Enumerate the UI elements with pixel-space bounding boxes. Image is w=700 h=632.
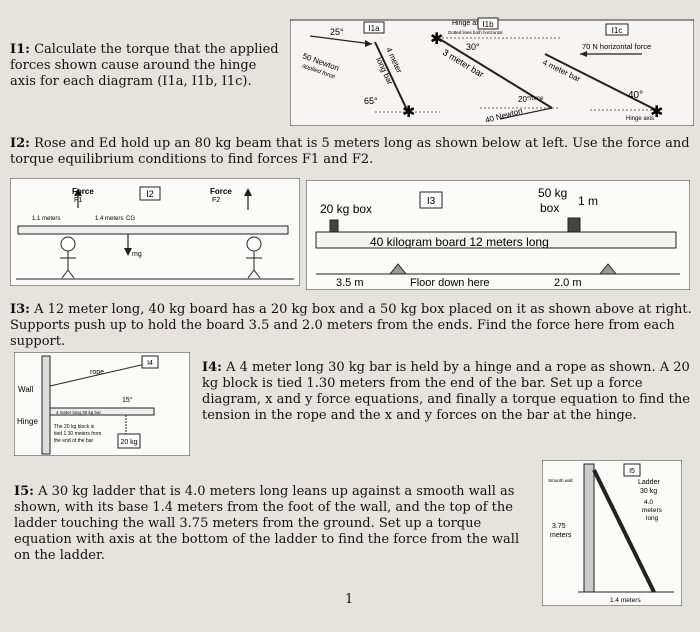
hinge-star-icon-c: ✱ <box>650 104 663 121</box>
problem-i3: I3: A 12 meter long, 40 kg board has a 2… <box>10 302 694 350</box>
problem-i5-label: I5: <box>14 484 34 499</box>
problem-i5: I5: A 30 kg ladder that is 4.0 meters lo… <box>14 484 534 564</box>
i1a-angle2: 65° <box>364 96 378 106</box>
i1c-force: 70 N horizontal force <box>582 42 651 51</box>
i3-right: 2.0 m <box>554 277 582 289</box>
i2-force1: Force <box>72 187 94 196</box>
tag-i1c: I1c <box>612 26 623 35</box>
i4-note3: the end of the bar <box>54 438 94 444</box>
i1b-force-sub: force <box>530 96 544 102</box>
i3-floor: Floor down here <box>410 277 490 289</box>
diagram-i1: I1a 25° 50 Newton applied force 4 meter … <box>290 17 694 126</box>
diagram-i4: Wall rope I4 15° 4 meter long 30 kg bar … <box>14 352 190 456</box>
i2-f2: F2 <box>212 197 220 204</box>
i5-len2: meters <box>642 507 663 514</box>
i5-mass: 30 kg <box>640 488 657 495</box>
problem-i1-label: I1: <box>10 42 30 57</box>
i2-cg: CG <box>126 216 135 222</box>
i1b-dotted: Dotted lines both horizontal <box>448 30 503 35</box>
tag-i1a: I1a <box>368 24 380 33</box>
i2-f1: F1 <box>74 197 82 204</box>
i1a-angle: 25° <box>330 27 344 37</box>
i5-ladder: Ladder <box>638 479 660 486</box>
hinge-star-icon-b: ✱ <box>430 31 443 48</box>
problem-i3-text: A 12 meter long, 40 kg board has a 20 kg… <box>10 302 692 349</box>
i2-dist1: 1.1 meters <box>32 216 60 222</box>
problem-i3-label: I3: <box>10 302 30 317</box>
i5-len3: long <box>646 515 659 522</box>
problem-i2: I2: Rose and Ed hold up an 80 kg beam th… <box>10 136 694 168</box>
i5-height2: meters <box>550 532 572 539</box>
rose-face-icon <box>60 236 76 252</box>
i3-board: 40 kilogram board 12 meters long <box>370 235 549 249</box>
problem-i4-label: I4: <box>202 360 222 375</box>
diagram-i2: Force F1 I2 Force F2 1.1 meters 1.4 mete… <box>10 178 300 286</box>
i1b-angle: 30° <box>466 42 480 52</box>
tag-i1b: I1b <box>482 20 494 29</box>
i2-mg: mg <box>132 251 142 258</box>
tag-i2: I2 <box>146 189 154 199</box>
problem-i4-text: A 4 meter long 30 kg bar is held by a hi… <box>202 360 690 423</box>
i3-box-big: 50 kg <box>538 186 567 200</box>
problem-i2-text: Rose and Ed hold up an 80 kg beam that i… <box>10 136 690 167</box>
tag-i4: I4 <box>147 360 153 367</box>
i4-hinge: Hinge <box>17 417 38 426</box>
problem-i2-label: I2: <box>10 136 30 151</box>
ed-face-icon <box>246 236 262 252</box>
i4-bar: 4 meter long 30 kg bar <box>56 410 102 415</box>
problem-i5-text: A 30 kg ladder that is 4.0 meters long l… <box>14 484 520 563</box>
i4-wall: Wall <box>18 385 33 394</box>
problem-i1-text: Calculate the torque that the applied fo… <box>10 42 279 89</box>
i4-rope: rope <box>90 369 104 376</box>
diagram-i5: Smooth wall 3.75 meters I5 Ladder 30 kg … <box>542 460 682 606</box>
i1c-hinge: Hinge axis <box>626 116 654 122</box>
i2-dist2: 1.4 meters <box>95 216 123 222</box>
i1b-angle2: 20° <box>518 95 530 104</box>
i5-height: 3.75 <box>552 523 566 530</box>
page-number: 1 <box>345 592 354 607</box>
diagram-i3: 20 kg box I3 50 kg box 1 m 40 kilogram b… <box>306 180 690 290</box>
hinge-star-icon-a: ✱ <box>402 104 415 121</box>
i4-angle: 15° <box>122 396 133 404</box>
i3-box-small: 20 kg box <box>320 202 372 216</box>
i5-len: 4.0 <box>644 499 653 506</box>
i4-note2: tied 1.30 meters from <box>54 431 101 437</box>
i4-note1: The 20 kg block is <box>54 424 95 430</box>
i1c-angle: 40° <box>628 90 643 101</box>
i3-left: 3.5 m <box>336 277 364 289</box>
i2-force2: Force <box>210 187 232 196</box>
problem-i1: I1: Calculate the torque that the applie… <box>10 42 285 90</box>
i1b-hinge: Hinge axis <box>452 20 485 27</box>
i3-dist-end: 1 m <box>578 194 598 208</box>
problem-i4: I4: A 4 meter long 30 kg bar is held by … <box>202 360 692 424</box>
i3-box-big2: box <box>540 201 559 215</box>
tag-i5: I5 <box>629 468 635 475</box>
i4-block: 20 kg <box>120 439 137 446</box>
i5-base: 1.4 meters <box>610 597 641 604</box>
tag-i3: I3 <box>427 196 436 207</box>
i5-wall: Smooth wall <box>548 478 573 483</box>
